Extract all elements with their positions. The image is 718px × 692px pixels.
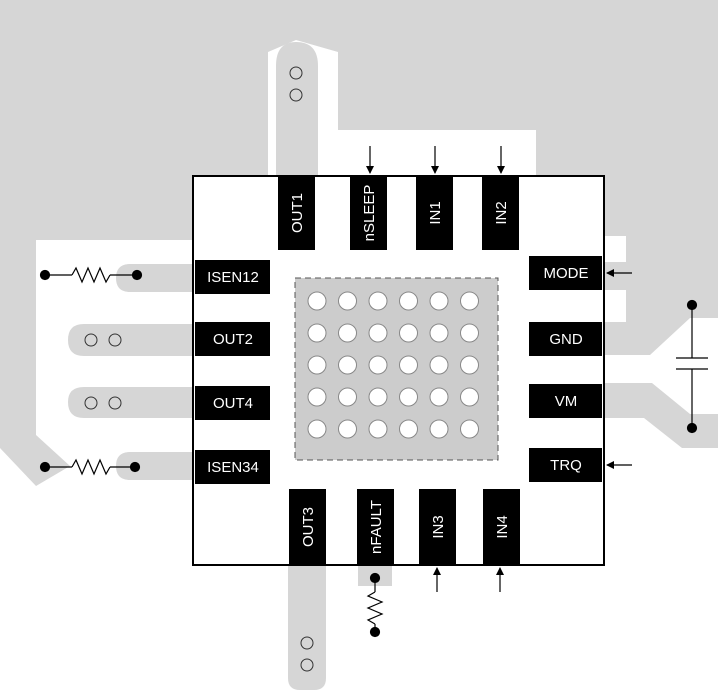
pin-label-nfault: nFAULT bbox=[368, 500, 385, 554]
pin-label-isen12: ISEN12 bbox=[207, 269, 259, 286]
isen12-copper-trace bbox=[116, 264, 196, 292]
thermal-via bbox=[368, 291, 388, 311]
vm-copper-trace bbox=[604, 383, 718, 448]
pin-label-gnd: GND bbox=[549, 331, 583, 348]
via-out1-b bbox=[289, 88, 303, 102]
thermal-via bbox=[460, 291, 479, 311]
pin-label-in4: IN4 bbox=[494, 515, 511, 538]
via-out2-a bbox=[84, 333, 98, 347]
trace-vias bbox=[84, 66, 314, 672]
thermal-via bbox=[399, 387, 418, 407]
pad-nsleep: nSLEEP bbox=[350, 176, 387, 250]
pin-label-mode: MODE bbox=[544, 265, 589, 282]
thermal-via bbox=[338, 387, 357, 407]
via-out3-b bbox=[300, 658, 314, 672]
pin-label-out3: OUT3 bbox=[300, 507, 317, 547]
pad-vm: VM bbox=[529, 384, 602, 418]
via-out2-b bbox=[108, 333, 122, 347]
pin-label-nsleep: nSLEEP bbox=[361, 185, 378, 242]
thermal-via bbox=[460, 387, 479, 407]
pad-in3: IN3 bbox=[419, 489, 456, 565]
signal-arrows bbox=[366, 146, 632, 592]
gnd-copper-strip-left bbox=[0, 330, 70, 486]
pad-out4: OUT4 bbox=[195, 386, 270, 420]
thermal-via bbox=[338, 323, 357, 343]
thermal-via bbox=[368, 323, 388, 343]
thermal-via bbox=[368, 419, 388, 439]
bypass-capacitor-vm bbox=[676, 299, 708, 434]
pin-label-in3: IN3 bbox=[430, 515, 447, 538]
thermal-via bbox=[399, 355, 418, 375]
pad-in2: IN2 bbox=[482, 176, 519, 250]
pullup-resistor-nfault bbox=[366, 572, 384, 638]
pad-in1: IN1 bbox=[416, 176, 453, 250]
thermal-via bbox=[399, 419, 418, 439]
thermal-via bbox=[307, 419, 327, 439]
isen34-copper-trace bbox=[116, 452, 196, 480]
thermal-via bbox=[429, 419, 449, 439]
gnd-copper-pour bbox=[0, 0, 718, 355]
pad-nfault: nFAULT bbox=[357, 489, 394, 565]
via-out4-b bbox=[108, 396, 122, 410]
pad-gnd: GND bbox=[529, 322, 602, 356]
pad-out3: OUT3 bbox=[289, 489, 326, 565]
thermal-via bbox=[460, 323, 479, 343]
pin-label-out2: OUT2 bbox=[213, 331, 253, 348]
pad-trq: TRQ bbox=[529, 448, 602, 482]
thermal-via bbox=[399, 323, 418, 343]
thermal-via bbox=[399, 291, 418, 311]
via-out3-a bbox=[300, 636, 314, 650]
thermal-via bbox=[429, 323, 449, 343]
thermal-via bbox=[429, 291, 449, 311]
thermal-via bbox=[368, 387, 388, 407]
via-out1-a bbox=[289, 66, 303, 80]
pin-label-out4: OUT4 bbox=[213, 395, 253, 412]
thermal-via bbox=[460, 419, 479, 439]
thermal-via bbox=[307, 387, 327, 407]
thermal-via bbox=[338, 419, 357, 439]
thermal-via bbox=[307, 355, 327, 375]
via-out4-a bbox=[84, 396, 98, 410]
thermal-via bbox=[460, 355, 479, 375]
thermal-via bbox=[338, 291, 357, 311]
thermal-via bbox=[307, 323, 327, 343]
pad-out1: OUT1 bbox=[278, 176, 315, 250]
pin-label-out1: OUT1 bbox=[289, 193, 306, 233]
sense-resistor-isen34 bbox=[39, 458, 141, 476]
pad-out2: OUT2 bbox=[195, 322, 270, 356]
pin-label-in2: IN2 bbox=[493, 201, 510, 224]
out3-copper-trace bbox=[288, 565, 326, 690]
mode-copper-tie bbox=[604, 262, 626, 290]
out1-copper-trace bbox=[276, 42, 318, 176]
pad-mode: MODE bbox=[529, 256, 602, 290]
pin-label-trq: TRQ bbox=[550, 457, 582, 474]
thermal-via bbox=[429, 355, 449, 375]
thermal-via bbox=[429, 387, 449, 407]
thermal-via bbox=[307, 291, 327, 311]
pin-label-isen34: ISEN34 bbox=[207, 459, 259, 476]
thermal-via bbox=[338, 355, 357, 375]
thermal-via bbox=[368, 355, 388, 375]
pad-in4: IN4 bbox=[483, 489, 520, 565]
pin-label-vm: VM bbox=[555, 393, 578, 410]
out4-copper-trace bbox=[68, 387, 196, 418]
sense-resistor-isen12 bbox=[39, 266, 143, 284]
thermal-via-array bbox=[307, 291, 479, 439]
pad-isen34: ISEN34 bbox=[195, 450, 270, 484]
pin-label-in1: IN1 bbox=[427, 201, 444, 224]
pad-isen12: ISEN12 bbox=[195, 260, 270, 294]
out2-copper-trace bbox=[68, 324, 196, 356]
